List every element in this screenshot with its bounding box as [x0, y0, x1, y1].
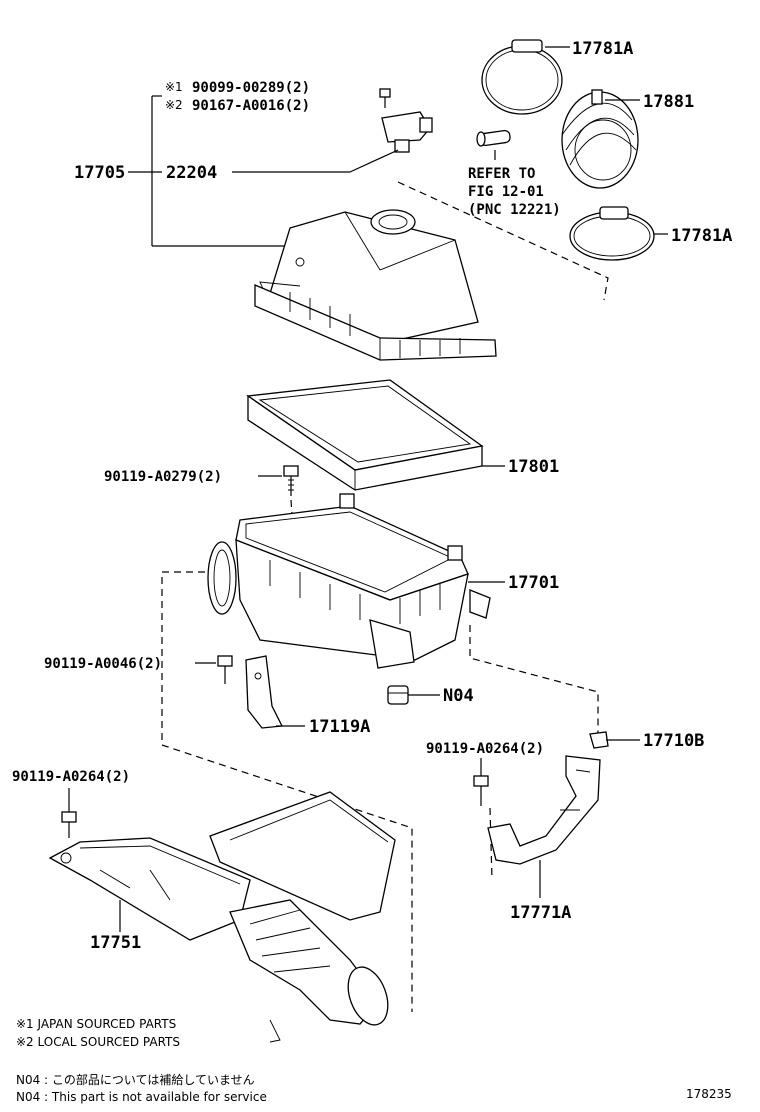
- bracket-17119a: [245, 655, 284, 729]
- refer-line-3: (PNC 12221): [468, 202, 561, 218]
- hose-17881: [561, 89, 639, 189]
- bolt-90099: [379, 88, 391, 108]
- label-17701: 17701: [508, 573, 559, 593]
- bolt-90119-a0279: [283, 465, 299, 496]
- label-22204: 22204: [166, 163, 217, 183]
- label-17781a-top: 17781A: [572, 39, 633, 59]
- label-17751: 17751: [90, 933, 141, 953]
- label-17801: 17801: [508, 457, 559, 477]
- bolt-90119-a0264-right: [473, 775, 489, 806]
- label-n04: N04: [443, 686, 474, 706]
- refer-line-2: FIG 12-01: [468, 184, 544, 200]
- refer-line-1: REFER TO: [468, 166, 535, 182]
- legend-japan: ※1 JAPAN SOURCED PARTS: [16, 1017, 176, 1031]
- label-17705: 17705: [74, 163, 125, 183]
- air-cleaner-cover-17705: [254, 209, 497, 361]
- label-bolt-a0264-left: 90119-A0264(2): [12, 769, 130, 785]
- figure-number: 178235: [686, 1087, 732, 1101]
- clip-17710b: [589, 731, 609, 749]
- note-n04-jp: N04 : この部品については補給していません: [16, 1072, 255, 1087]
- label-17781a-mid: 17781A: [671, 226, 732, 246]
- filter-element-17801: [246, 379, 484, 491]
- label-17771a: 17771A: [510, 903, 571, 923]
- bolt-90119-a0046: [217, 655, 233, 684]
- bolt-1-mark: ※1: [165, 80, 183, 94]
- label-17710b: 17710B: [643, 731, 704, 751]
- air-cleaner-case-17701: [207, 493, 491, 669]
- label-bolt-a0264-right: 90119-A0264(2): [426, 741, 544, 757]
- bolt-2-mark: ※2: [165, 98, 183, 112]
- label-bolt-a0279: 90119-A0279(2): [104, 469, 222, 485]
- grommet-n04: [387, 685, 409, 705]
- legend-local: ※2 LOCAL SOURCED PARTS: [16, 1035, 180, 1049]
- intake-duct-17751: [48, 791, 396, 1043]
- bracket-17771a: [487, 755, 601, 865]
- label-bolt-2: 90167-A0016(2): [192, 98, 310, 114]
- note-n04-en: N04 : This part is not available for ser…: [16, 1090, 267, 1104]
- bolt-90119-a0264-left: [61, 811, 77, 838]
- label-bolt-a0046: 90119-A0046(2): [44, 656, 162, 672]
- clamp-17781a-top: [481, 39, 563, 115]
- sensor-22204: [381, 111, 433, 153]
- label-17881: 17881: [643, 92, 694, 112]
- connector-pipe: [476, 129, 511, 147]
- label-17119a: 17119A: [309, 717, 370, 737]
- label-bolt-1: 90099-00289(2): [192, 80, 310, 96]
- clamp-17781a-mid: [569, 206, 655, 261]
